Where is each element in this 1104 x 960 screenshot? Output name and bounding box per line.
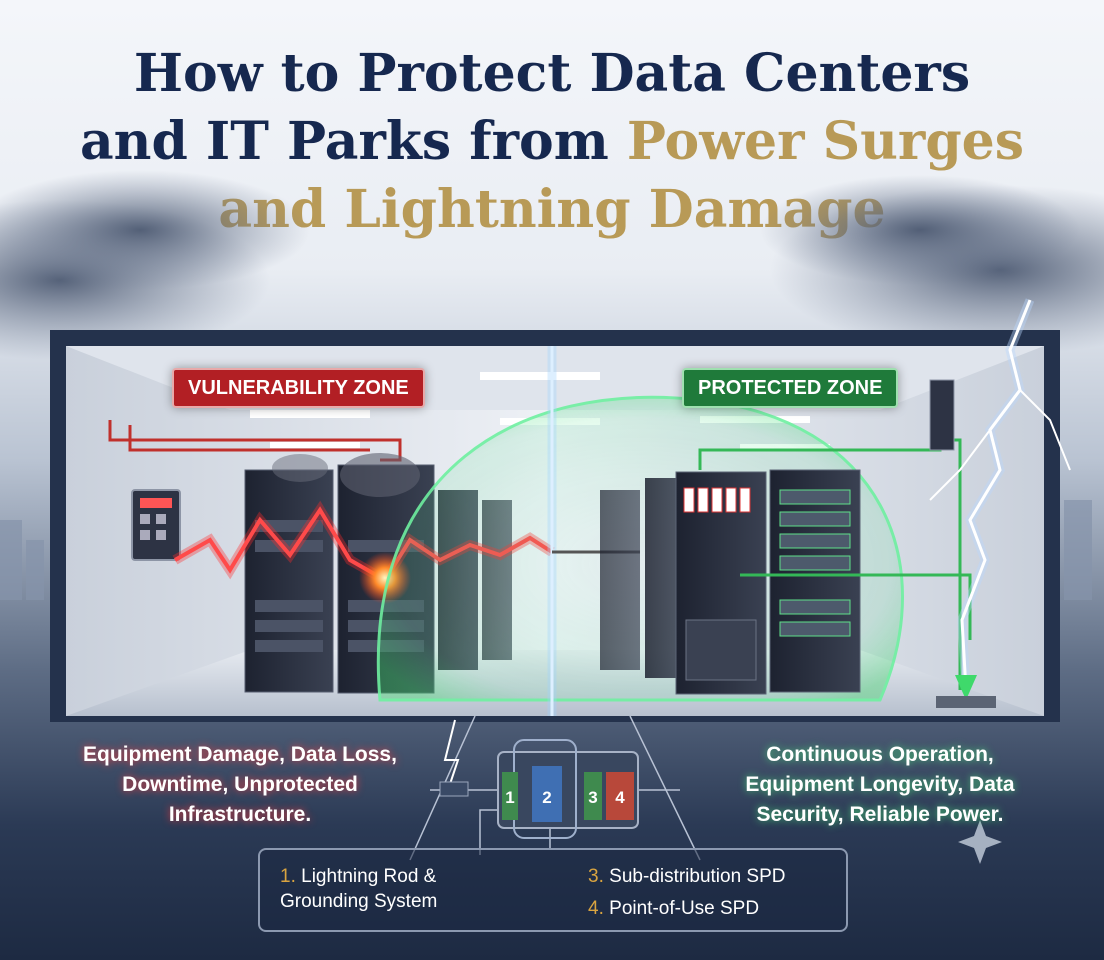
spd-module-1	[502, 772, 518, 820]
spd-device: 1 2 3 4	[497, 739, 639, 839]
legend-item-1: 1. Lightning Rod & Grounding System	[280, 864, 540, 914]
legend-num-1: 1.	[280, 866, 296, 887]
legend-text-3: Sub-distribution SPD	[609, 866, 786, 887]
protected-server-racks	[600, 469, 861, 695]
legend-text-4: Point-of-Use SPD	[609, 898, 760, 919]
smoke	[340, 453, 420, 497]
legend-text-1a: Lightning Rod &	[301, 866, 437, 887]
lightning-bolt	[929, 298, 1071, 691]
vulnerable-outcome-line-2: Downtime, Unprotected	[122, 773, 358, 796]
legend-text-1b: Grounding System	[280, 891, 438, 912]
protected-outcome-line-1: Continuous Operation,	[766, 743, 994, 766]
legend-num-3: 3.	[588, 866, 604, 887]
vulnerable-outcomes: Equipment Damage, Data Loss, Downtime, U…	[50, 740, 430, 830]
title-line-2-gold: Power Surges	[626, 111, 1025, 172]
legend-num-4: 4.	[588, 898, 604, 919]
ground-clamp	[439, 781, 469, 797]
spd-module-4	[606, 772, 634, 820]
title-line-1: How to Protect Data Centers	[133, 43, 971, 104]
spd-label-3: 3	[588, 788, 597, 807]
grounding-panel	[929, 379, 955, 451]
vulnerable-outcome-line-1: Equipment Damage, Data Loss,	[83, 743, 397, 766]
spd-module-2	[532, 766, 562, 822]
electrical-panel	[131, 489, 181, 561]
sparkle-icon	[958, 820, 1002, 864]
protected-zone-badge: PROTECTED ZONE	[682, 368, 899, 408]
spd-label-4: 4	[615, 788, 625, 807]
ground-arrow	[936, 675, 996, 708]
spd-rail-in-rack	[683, 487, 751, 513]
spd-label-2: 2	[542, 788, 551, 807]
protected-outcome-line-2: Equipment Longevity, Data	[745, 773, 1015, 796]
storm-clouds	[0, 170, 1104, 360]
legend-item-3: 3. Sub-distribution SPD	[588, 864, 838, 889]
vulnerability-zone-badge: VULNERABILITY ZONE	[172, 368, 425, 408]
protected-outcome-line-3: Security, Reliable Power.	[756, 803, 1004, 826]
protected-outcomes: Continuous Operation, Equipment Longevit…	[700, 740, 1060, 830]
page-title: How to Protect Data Centers and IT Parks…	[0, 40, 1104, 244]
title-line-2-dark: and IT Parks from	[79, 111, 627, 172]
spd-legend: 1. Lightning Rod & Grounding System 3. S…	[258, 848, 848, 932]
vulnerable-outcome-line-3: Infrastructure.	[168, 803, 312, 826]
legend-item-4: 4. Point-of-Use SPD	[588, 896, 838, 921]
small-lightning-icon	[443, 719, 460, 791]
spd-label-1: 1	[505, 788, 514, 807]
spd-module-3	[584, 772, 602, 820]
